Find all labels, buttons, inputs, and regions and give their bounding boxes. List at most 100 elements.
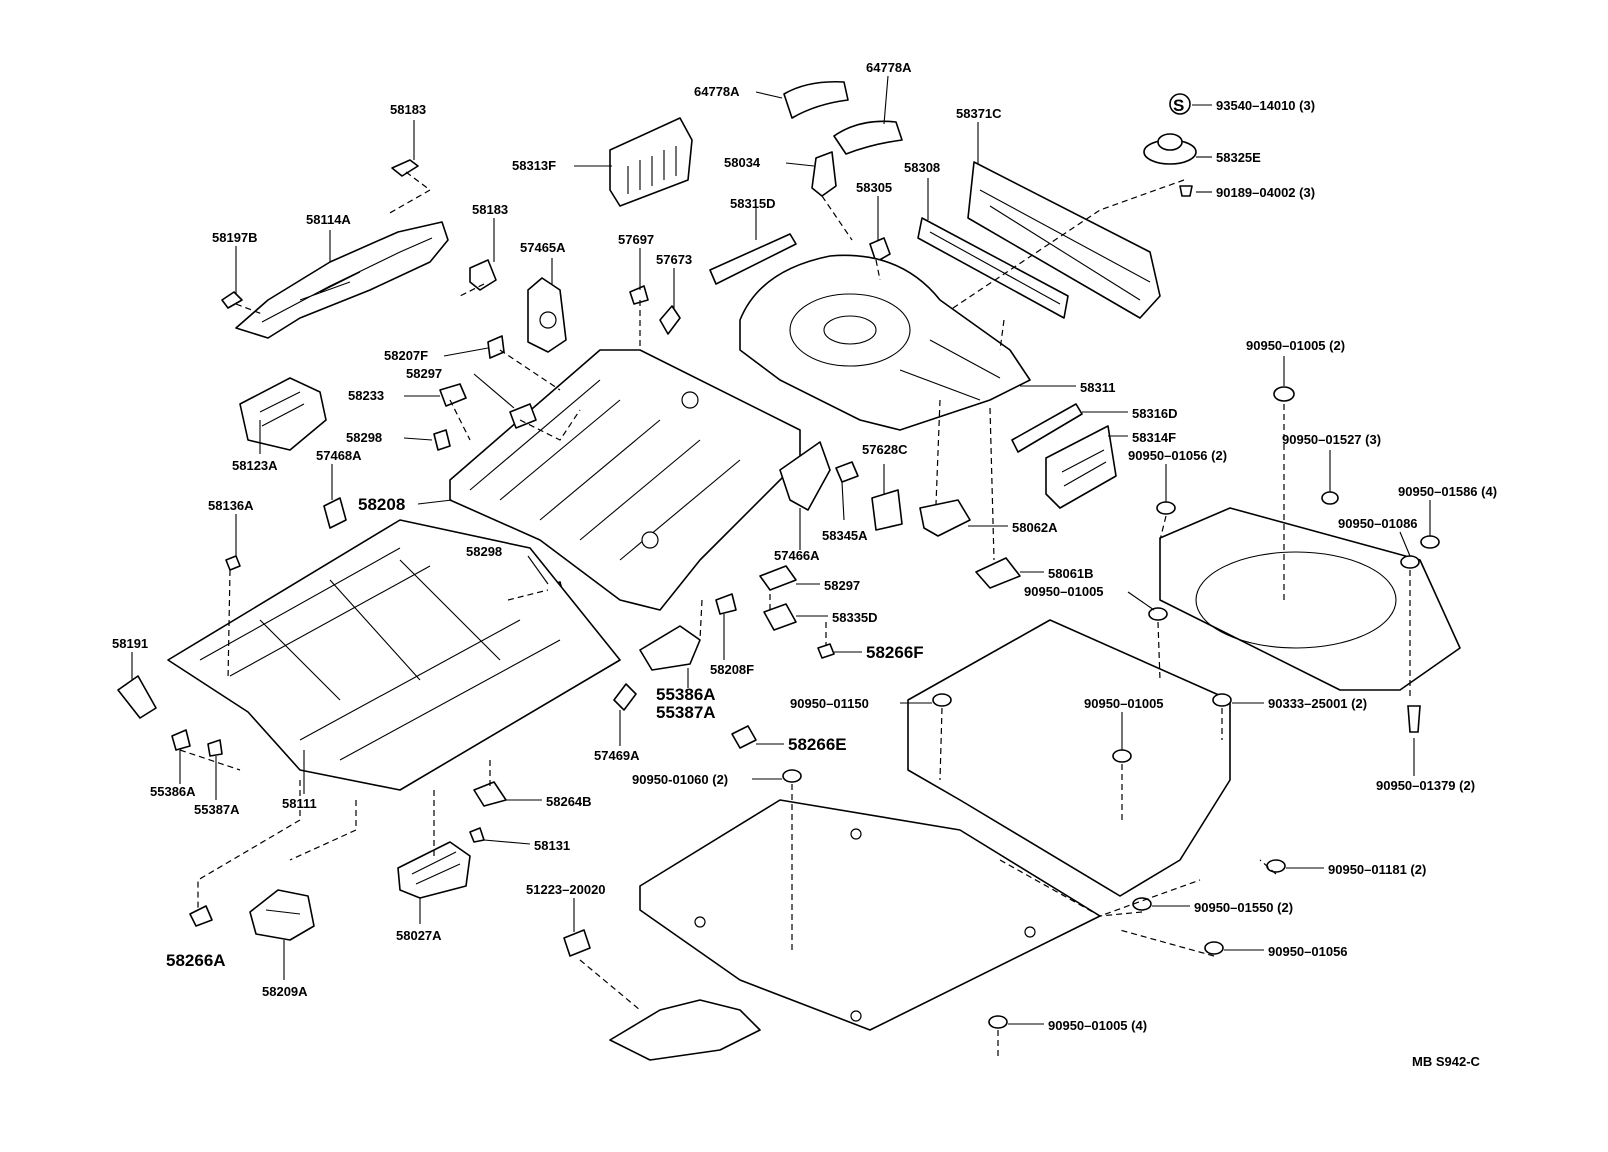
label-58308: 58308	[904, 160, 940, 175]
label-90950-01005-c: 90950–01005	[1084, 696, 1164, 711]
plug-90950-01060	[782, 769, 802, 783]
part-57628c	[871, 489, 903, 531]
part-57466a	[779, 441, 831, 511]
plug-90333	[1212, 693, 1232, 707]
leader-lines	[131, 75, 1431, 1025]
part-57697	[629, 285, 649, 305]
plug-90950-01150	[932, 693, 952, 707]
label-90950-01527: 90950–01527 (3)	[1282, 432, 1381, 447]
label-58183-bracket: 58183	[472, 202, 508, 217]
part-55387a-left	[207, 739, 223, 757]
label-58061b: 58061B	[1048, 566, 1094, 581]
part-58114a-shape	[235, 221, 449, 339]
part-58027a	[397, 841, 471, 899]
part-58335d	[763, 603, 797, 631]
label-90950-01086: 90950–01086	[1338, 516, 1418, 531]
part-58266f	[817, 643, 835, 659]
label-58315d: 58315D	[730, 196, 776, 211]
label-90950-01181: 90950–01181 (2)	[1328, 862, 1426, 877]
label-58266a: 58266A	[166, 951, 226, 970]
label-58371c: 58371C	[956, 106, 1002, 121]
part-55386a-left	[171, 729, 191, 751]
label-58207f: 58207F	[384, 348, 428, 363]
part-58207f	[487, 335, 505, 359]
part-58208f	[715, 593, 737, 615]
label-58136a: 58136A	[208, 498, 254, 513]
label-58266f: 58266F	[866, 643, 924, 662]
label-58183-top: 58183	[390, 102, 426, 117]
label-58316d: 58316D	[1132, 406, 1178, 421]
label-55386a-center: 55386A	[656, 685, 716, 704]
part-58111	[167, 519, 621, 791]
label-58208f: 58208F	[710, 662, 754, 677]
part-58325e	[1143, 133, 1197, 165]
part-58209a	[249, 889, 315, 941]
label-57465a: 57465A	[520, 240, 566, 255]
part-58131	[469, 827, 485, 843]
plug-90950-01005-b	[1148, 607, 1168, 621]
part-58316d	[1011, 403, 1083, 453]
label-58325e: 58325E	[1216, 150, 1261, 165]
plug-90950-01056-2	[1156, 501, 1176, 515]
label-58027a: 58027A	[396, 928, 442, 943]
part-58034	[811, 151, 837, 197]
plug-90950-01527	[1321, 491, 1339, 505]
label-57697: 57697	[618, 232, 654, 247]
label-58314f: 58314F	[1132, 430, 1176, 445]
label-90950-01150: 90950–01150	[790, 696, 869, 711]
part-58266e	[731, 725, 757, 749]
assembly-dashed-lines	[179, 171, 1411, 1060]
label-58298-top: 58298	[346, 430, 382, 445]
label-55386a-left: 55386A	[150, 784, 196, 799]
label-57673: 57673	[656, 252, 692, 267]
label-58208: 58208	[358, 495, 405, 514]
label-90950-01060: 90950-01060 (2)	[632, 772, 728, 787]
label-58298-bottom: 58298	[466, 544, 502, 559]
plug-90950-01086	[1400, 555, 1420, 569]
part-58297-top	[509, 403, 537, 429]
part-center-floor	[449, 349, 801, 611]
part-58061b	[975, 557, 1021, 589]
part-front-mat	[639, 799, 1101, 1031]
plug-90950-01586	[1420, 535, 1440, 549]
label-58209a: 58209A	[262, 984, 308, 999]
label-58266e: 58266E	[788, 735, 847, 754]
part-64778a-left	[783, 80, 849, 119]
part-55386a-center	[639, 625, 701, 671]
plug-90950-01056	[1204, 941, 1224, 955]
label-58034: 58034	[724, 155, 761, 170]
label-58264b: 58264B	[546, 794, 592, 809]
label-64778a-left: 64778A	[694, 84, 740, 99]
part-58311	[739, 254, 1031, 431]
part-58191	[117, 675, 157, 719]
diagram-code: MB S942-C	[1412, 1054, 1481, 1069]
label-58335d: 58335D	[832, 610, 878, 625]
label-58197b: 58197B	[212, 230, 258, 245]
label-58114a: 58114A	[306, 212, 351, 227]
label-58297-bottom: 58297	[824, 578, 860, 593]
label-90950-01056: 90950–01056	[1268, 944, 1348, 959]
label-58313f: 58313F	[512, 158, 556, 173]
label-58123a: 58123A	[232, 458, 278, 473]
plug-90950-01550	[1132, 897, 1152, 911]
plug-90950-01181	[1266, 859, 1286, 873]
label-90950-01005-4: 90950–01005 (4)	[1048, 1018, 1147, 1033]
label-51223-20020: 51223–20020	[526, 882, 606, 897]
label-58305: 58305	[856, 180, 892, 195]
part-51223-20020	[563, 929, 591, 957]
part-58233	[439, 383, 467, 407]
part-58298-top	[433, 429, 451, 451]
label-90333: 90333–25001 (2)	[1268, 696, 1367, 711]
part-58136a	[225, 555, 241, 571]
part-58371c	[967, 161, 1161, 319]
label-58131: 58131	[534, 838, 570, 853]
label-58297-top: 58297	[406, 366, 442, 381]
label-64778a-right: 64778A	[866, 60, 912, 75]
plug-90950-01005-c	[1112, 749, 1132, 763]
part-58308	[917, 217, 1069, 319]
label-55387a-left: 55387A	[194, 802, 240, 817]
part-58315d	[709, 233, 797, 285]
screw-symbol: S	[1173, 96, 1184, 115]
label-58191: 58191	[112, 636, 148, 651]
